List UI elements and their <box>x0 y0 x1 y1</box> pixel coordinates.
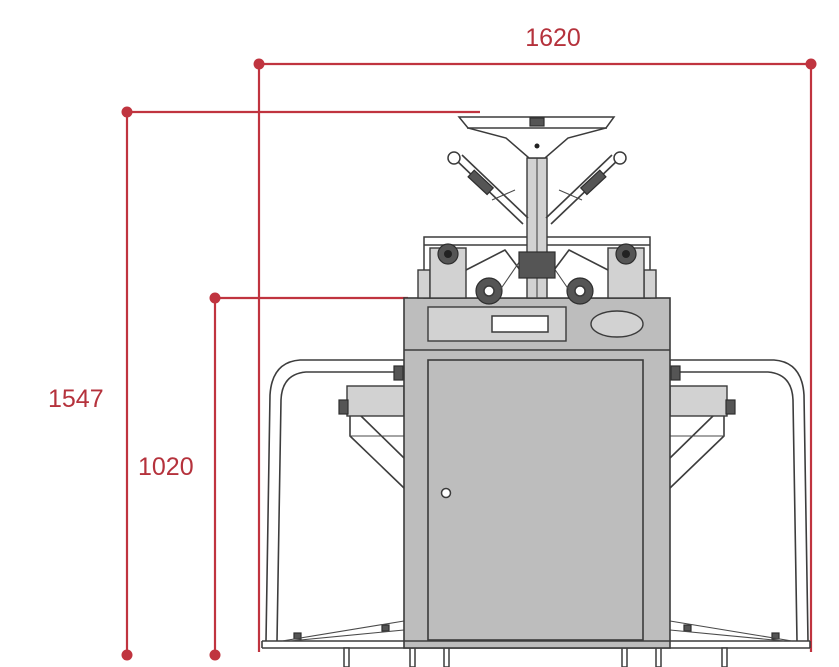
forming-column <box>518 157 556 299</box>
nameplate-oval <box>590 310 644 338</box>
left-wing <box>338 365 405 489</box>
right-wing <box>669 365 736 489</box>
left-side-guard <box>265 359 405 642</box>
dimension-overall-height: 1547 <box>48 106 480 661</box>
dimension-table-height: 1020 <box>138 292 408 661</box>
left-adjust-arm <box>447 151 529 225</box>
dimension-width: 1620 <box>253 24 817 652</box>
right-side-guard <box>669 359 809 642</box>
display-window <box>491 315 549 333</box>
width-label: 1620 <box>525 24 581 52</box>
main-cabinet <box>403 297 671 649</box>
feed-hopper <box>457 116 616 159</box>
door-handle <box>440 487 452 499</box>
table-height-label: 1020 <box>138 453 194 481</box>
right-adjust-arm <box>545 151 627 225</box>
overall-height-label: 1547 <box>48 385 104 413</box>
cabinet-door <box>427 359 644 641</box>
